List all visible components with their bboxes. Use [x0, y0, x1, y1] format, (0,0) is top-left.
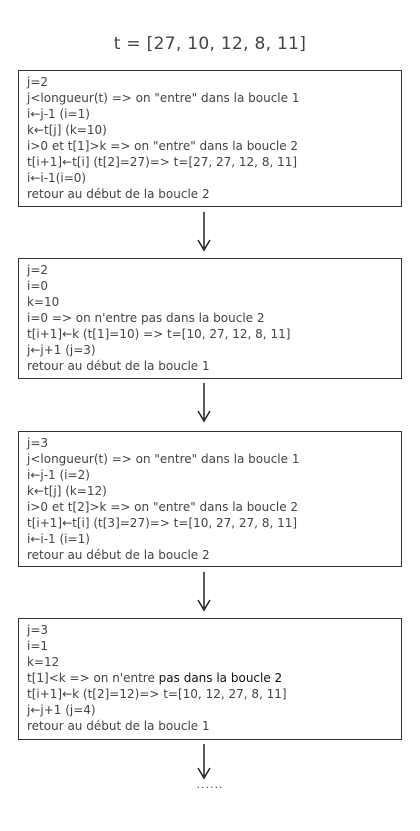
- down-arrow-icon: [197, 383, 211, 423]
- down-arrow-icon: [197, 212, 211, 252]
- step-box-3: j=3 j<longueur(t) => on "entre" dans la …: [18, 431, 402, 567]
- step-line: j←j+1 (j=4): [27, 703, 96, 717]
- step-box-2: j=2 i=0 k=10 i=0 => on n'entre pas dans …: [18, 258, 402, 379]
- step-line: retour au début de la boucle 1: [27, 359, 210, 373]
- down-arrow-icon: [197, 744, 211, 780]
- array-title: t = [27, 10, 12, 8, 11]: [113, 34, 307, 54]
- step-line: j<longueur(t) => on "entre" dans la bouc…: [27, 91, 300, 105]
- step-line: i=1: [27, 639, 49, 653]
- step-line: i>0 et t[2]>k => on "entre" dans la bouc…: [27, 500, 299, 514]
- step-line: retour au début de la boucle 2: [27, 548, 210, 562]
- step-line-part: t[1]<k => on n'entre: [27, 671, 159, 685]
- step-line: k←t[j] (k=10): [27, 123, 107, 137]
- step-line: t[i+1]←t[i] (t[3]=27)=> t=[10, 27, 27, 8…: [27, 516, 298, 530]
- continuation-ellipsis: ......: [196, 778, 224, 791]
- step-line: k←t[j] (k=12): [27, 484, 107, 498]
- step-line: k=10: [27, 295, 60, 309]
- step-box-4: j=3 i=1 k=12 t[1]<k => on n'entre pas da…: [18, 618, 402, 740]
- step-line: t[i+1]←k (t[2]=12)=> t=[10, 12, 27, 8, 1…: [27, 687, 287, 701]
- step-line: i>0 et t[1]>k => on "entre" dans la bouc…: [27, 139, 299, 153]
- step-line: j←j+1 (j=3): [27, 343, 96, 357]
- step-line: t[i+1]←k (t[1]=10) => t=[10, 27, 12, 8, …: [27, 327, 291, 341]
- step-line: j<longueur(t) => on "entre" dans la bouc…: [27, 452, 300, 466]
- step-line: retour au début de la boucle 2: [27, 187, 210, 201]
- step-box-1: j=2 j<longueur(t) => on "entre" dans la …: [18, 70, 402, 207]
- step-line: retour au début de la boucle 1: [27, 719, 210, 733]
- step-line: i=0: [27, 279, 49, 293]
- step-line: i←i-1 (i=1): [27, 532, 90, 546]
- step-line: j=2: [27, 263, 49, 277]
- step-line: i←i-1(i=0): [27, 171, 87, 185]
- step-line: j=3: [27, 623, 49, 637]
- step-line-part-highlight: pas dans la boucle 2: [158, 671, 283, 685]
- step-line: i←j-1 (i=2): [27, 468, 90, 482]
- step-line: j=3: [27, 436, 49, 450]
- step-line: k=12: [27, 655, 60, 669]
- step-line: t[i+1]←t[i] (t[2]=27)=> t=[27, 27, 12, 8…: [27, 155, 298, 169]
- step-line: i=0 => on n'entre pas dans la boucle 2: [27, 311, 265, 325]
- step-line-mixed: t[1]<k => on n'entre pas dans la boucle …: [27, 670, 395, 686]
- step-line: i←j-1 (i=1): [27, 107, 90, 121]
- step-line: j=2: [27, 75, 49, 89]
- down-arrow-icon: [197, 572, 211, 612]
